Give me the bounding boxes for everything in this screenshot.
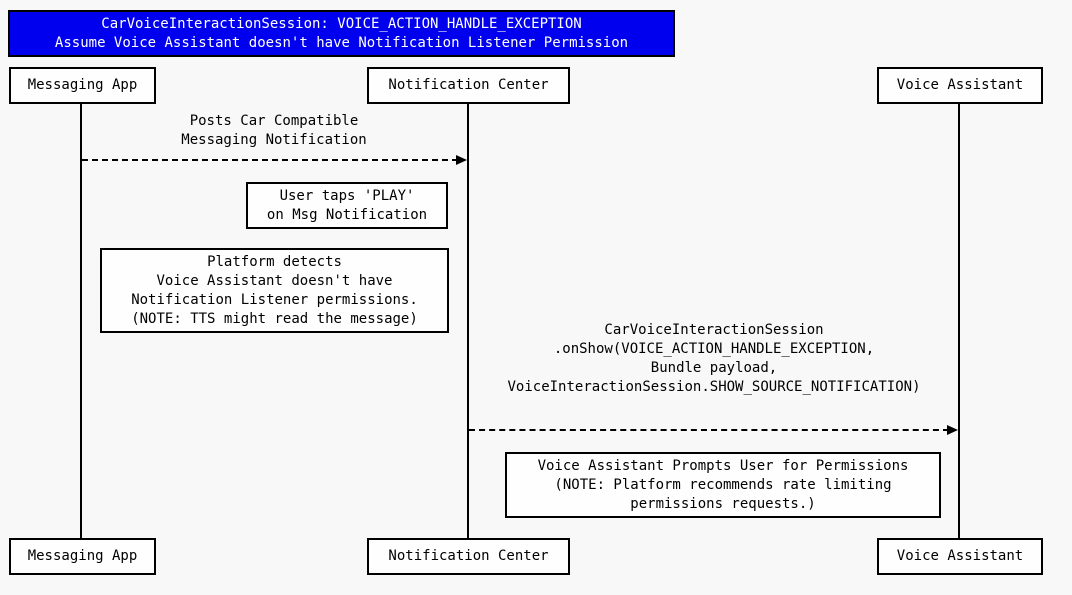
diagram-title-line2: Assume Voice Assistant doesn't have Noti…: [54, 34, 629, 51]
lifeline-voice-assistant: [958, 104, 960, 538]
participant-voice-assistant-bottom: Voice Assistant: [877, 538, 1043, 575]
participant-label: Voice Assistant: [896, 77, 1024, 93]
lifeline-notification-center: [467, 104, 469, 538]
dashed-line: [82, 159, 458, 161]
participant-label: Voice Assistant: [896, 548, 1024, 564]
arrowhead-right-icon: [456, 155, 467, 165]
participant-notification-center-bottom: Notification Center: [367, 538, 570, 575]
message-1-arrow: [82, 155, 467, 165]
participant-messaging-app-top: Messaging App: [9, 67, 156, 104]
message-1-line2: Messaging Notification: [181, 132, 367, 148]
participant-notification-center-top: Notification Center: [367, 67, 570, 104]
note-3-line3: permissions requests.): [630, 495, 816, 512]
note-user-taps-play: User taps 'PLAY' on Msg Notification: [246, 182, 448, 229]
note-1-line2: on Msg Notification: [266, 206, 428, 223]
arrowhead-right-icon: [947, 425, 958, 435]
participant-label: Notification Center: [388, 77, 549, 93]
participant-label: Messaging App: [27, 548, 138, 564]
note-2-line3: Notification Listener permissions.: [131, 291, 418, 308]
message-2-line4: VoiceInteractionSession.SHOW_SOURCE_NOTI…: [507, 379, 921, 395]
message-1-label: Posts Car Compatible Messaging Notificat…: [81, 112, 467, 150]
message-2-line2: .onShow(VOICE_ACTION_HANDLE_EXCEPTION,: [553, 341, 875, 357]
message-1-line1: Posts Car Compatible: [189, 113, 359, 129]
note-3-line1: Voice Assistant Prompts User for Permiss…: [537, 457, 909, 474]
note-2-line4: (NOTE: TTS might read the message): [131, 310, 418, 327]
participant-messaging-app-bottom: Messaging App: [9, 538, 156, 575]
lifeline-messaging-app: [80, 104, 82, 538]
diagram-title: CarVoiceInteractionSession: VOICE_ACTION…: [8, 10, 675, 57]
note-2-line1: Platform detects: [207, 253, 342, 270]
message-2-line3: Bundle payload,: [650, 360, 778, 376]
note-3-line2: (NOTE: Platform recommends rate limiting: [554, 476, 892, 493]
diagram-title-line1: CarVoiceInteractionSession: VOICE_ACTION…: [101, 15, 582, 32]
dashed-line: [469, 429, 949, 431]
note-platform-detects: Platform detects Voice Assistant doesn't…: [100, 248, 449, 333]
note-2-line2: Voice Assistant doesn't have: [156, 272, 393, 289]
message-2-arrow: [469, 425, 958, 435]
message-2-line1: CarVoiceInteractionSession: [604, 322, 824, 338]
participant-label: Messaging App: [27, 77, 138, 93]
participant-voice-assistant-top: Voice Assistant: [877, 67, 1043, 104]
message-2-label: CarVoiceInteractionSession .onShow(VOICE…: [469, 321, 959, 397]
participant-label: Notification Center: [388, 548, 549, 564]
note-1-line1: User taps 'PLAY': [279, 187, 415, 204]
note-voice-assistant-prompts: Voice Assistant Prompts User for Permiss…: [505, 452, 941, 518]
